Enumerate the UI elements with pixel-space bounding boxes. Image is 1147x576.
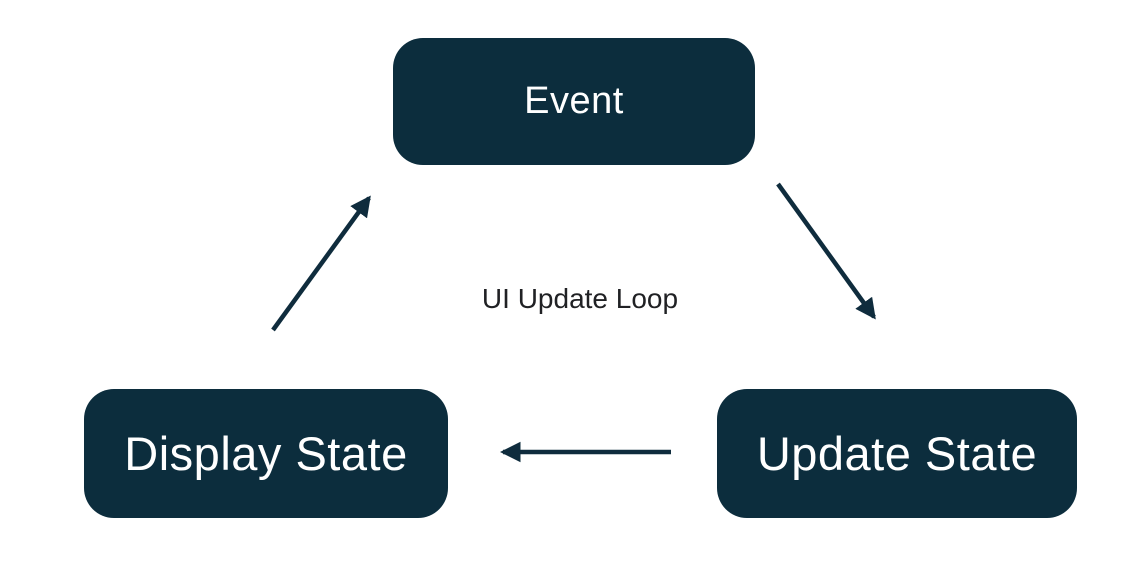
node-event-label: Event xyxy=(524,80,624,122)
arrow-display-state-to-event xyxy=(271,195,371,332)
node-display-state-label: Display State xyxy=(124,427,408,480)
diagram-title: UI Update Loop xyxy=(481,283,679,314)
node-update-state: Update State xyxy=(717,389,1077,518)
arrow-event-to-update-state xyxy=(776,182,876,320)
node-event: Event xyxy=(393,38,755,165)
node-update-state-label: Update State xyxy=(756,427,1038,480)
node-display-state: Display State xyxy=(84,389,448,518)
